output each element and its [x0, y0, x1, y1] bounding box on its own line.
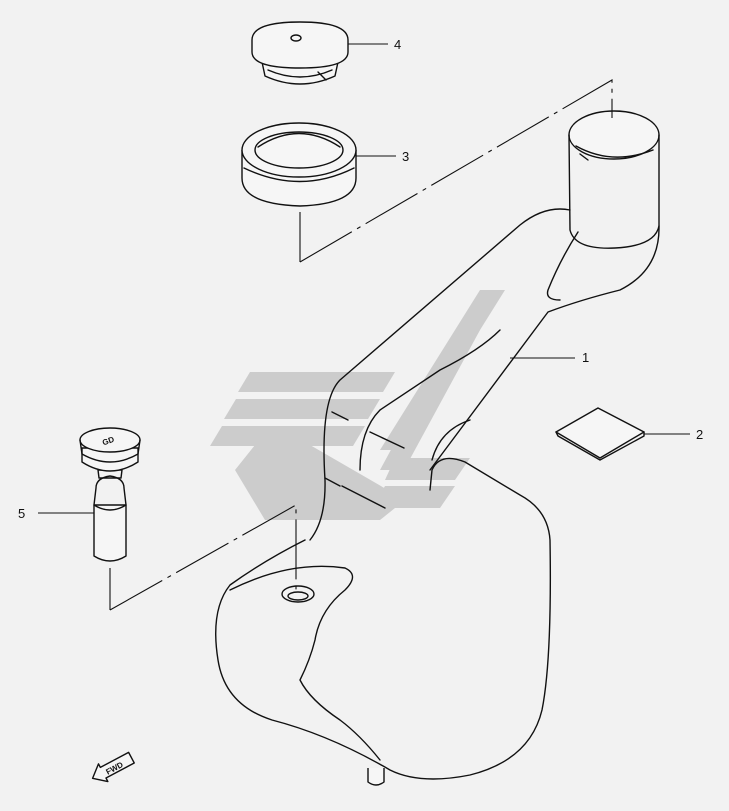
callout-label-3: 3 — [402, 149, 409, 164]
callout-3: 3 — [356, 149, 409, 164]
callout-label-4: 4 — [394, 37, 401, 52]
part-1-reservoir-tank[interactable] — [215, 110, 660, 786]
part-3-grommet[interactable] — [241, 122, 357, 207]
callout-2: 2 — [644, 427, 703, 442]
svg-text:GD: GD — [101, 435, 116, 448]
callout-5: 5 — [18, 506, 94, 521]
callout-label-2: 2 — [696, 427, 703, 442]
part-5-breather-cap[interactable]: GD — [79, 427, 141, 562]
callout-label-5: 5 — [18, 506, 25, 521]
callout-1: 1 — [510, 350, 589, 365]
watermark-logo — [210, 290, 505, 520]
part-2-pad[interactable] — [555, 407, 645, 461]
assembly-lines — [109, 79, 613, 611]
fwd-arrow-icon: FWD — [91, 751, 135, 783]
callout-4: 4 — [348, 37, 401, 52]
part-4-cap[interactable] — [251, 21, 349, 85]
callout-label-1: 1 — [582, 350, 589, 365]
